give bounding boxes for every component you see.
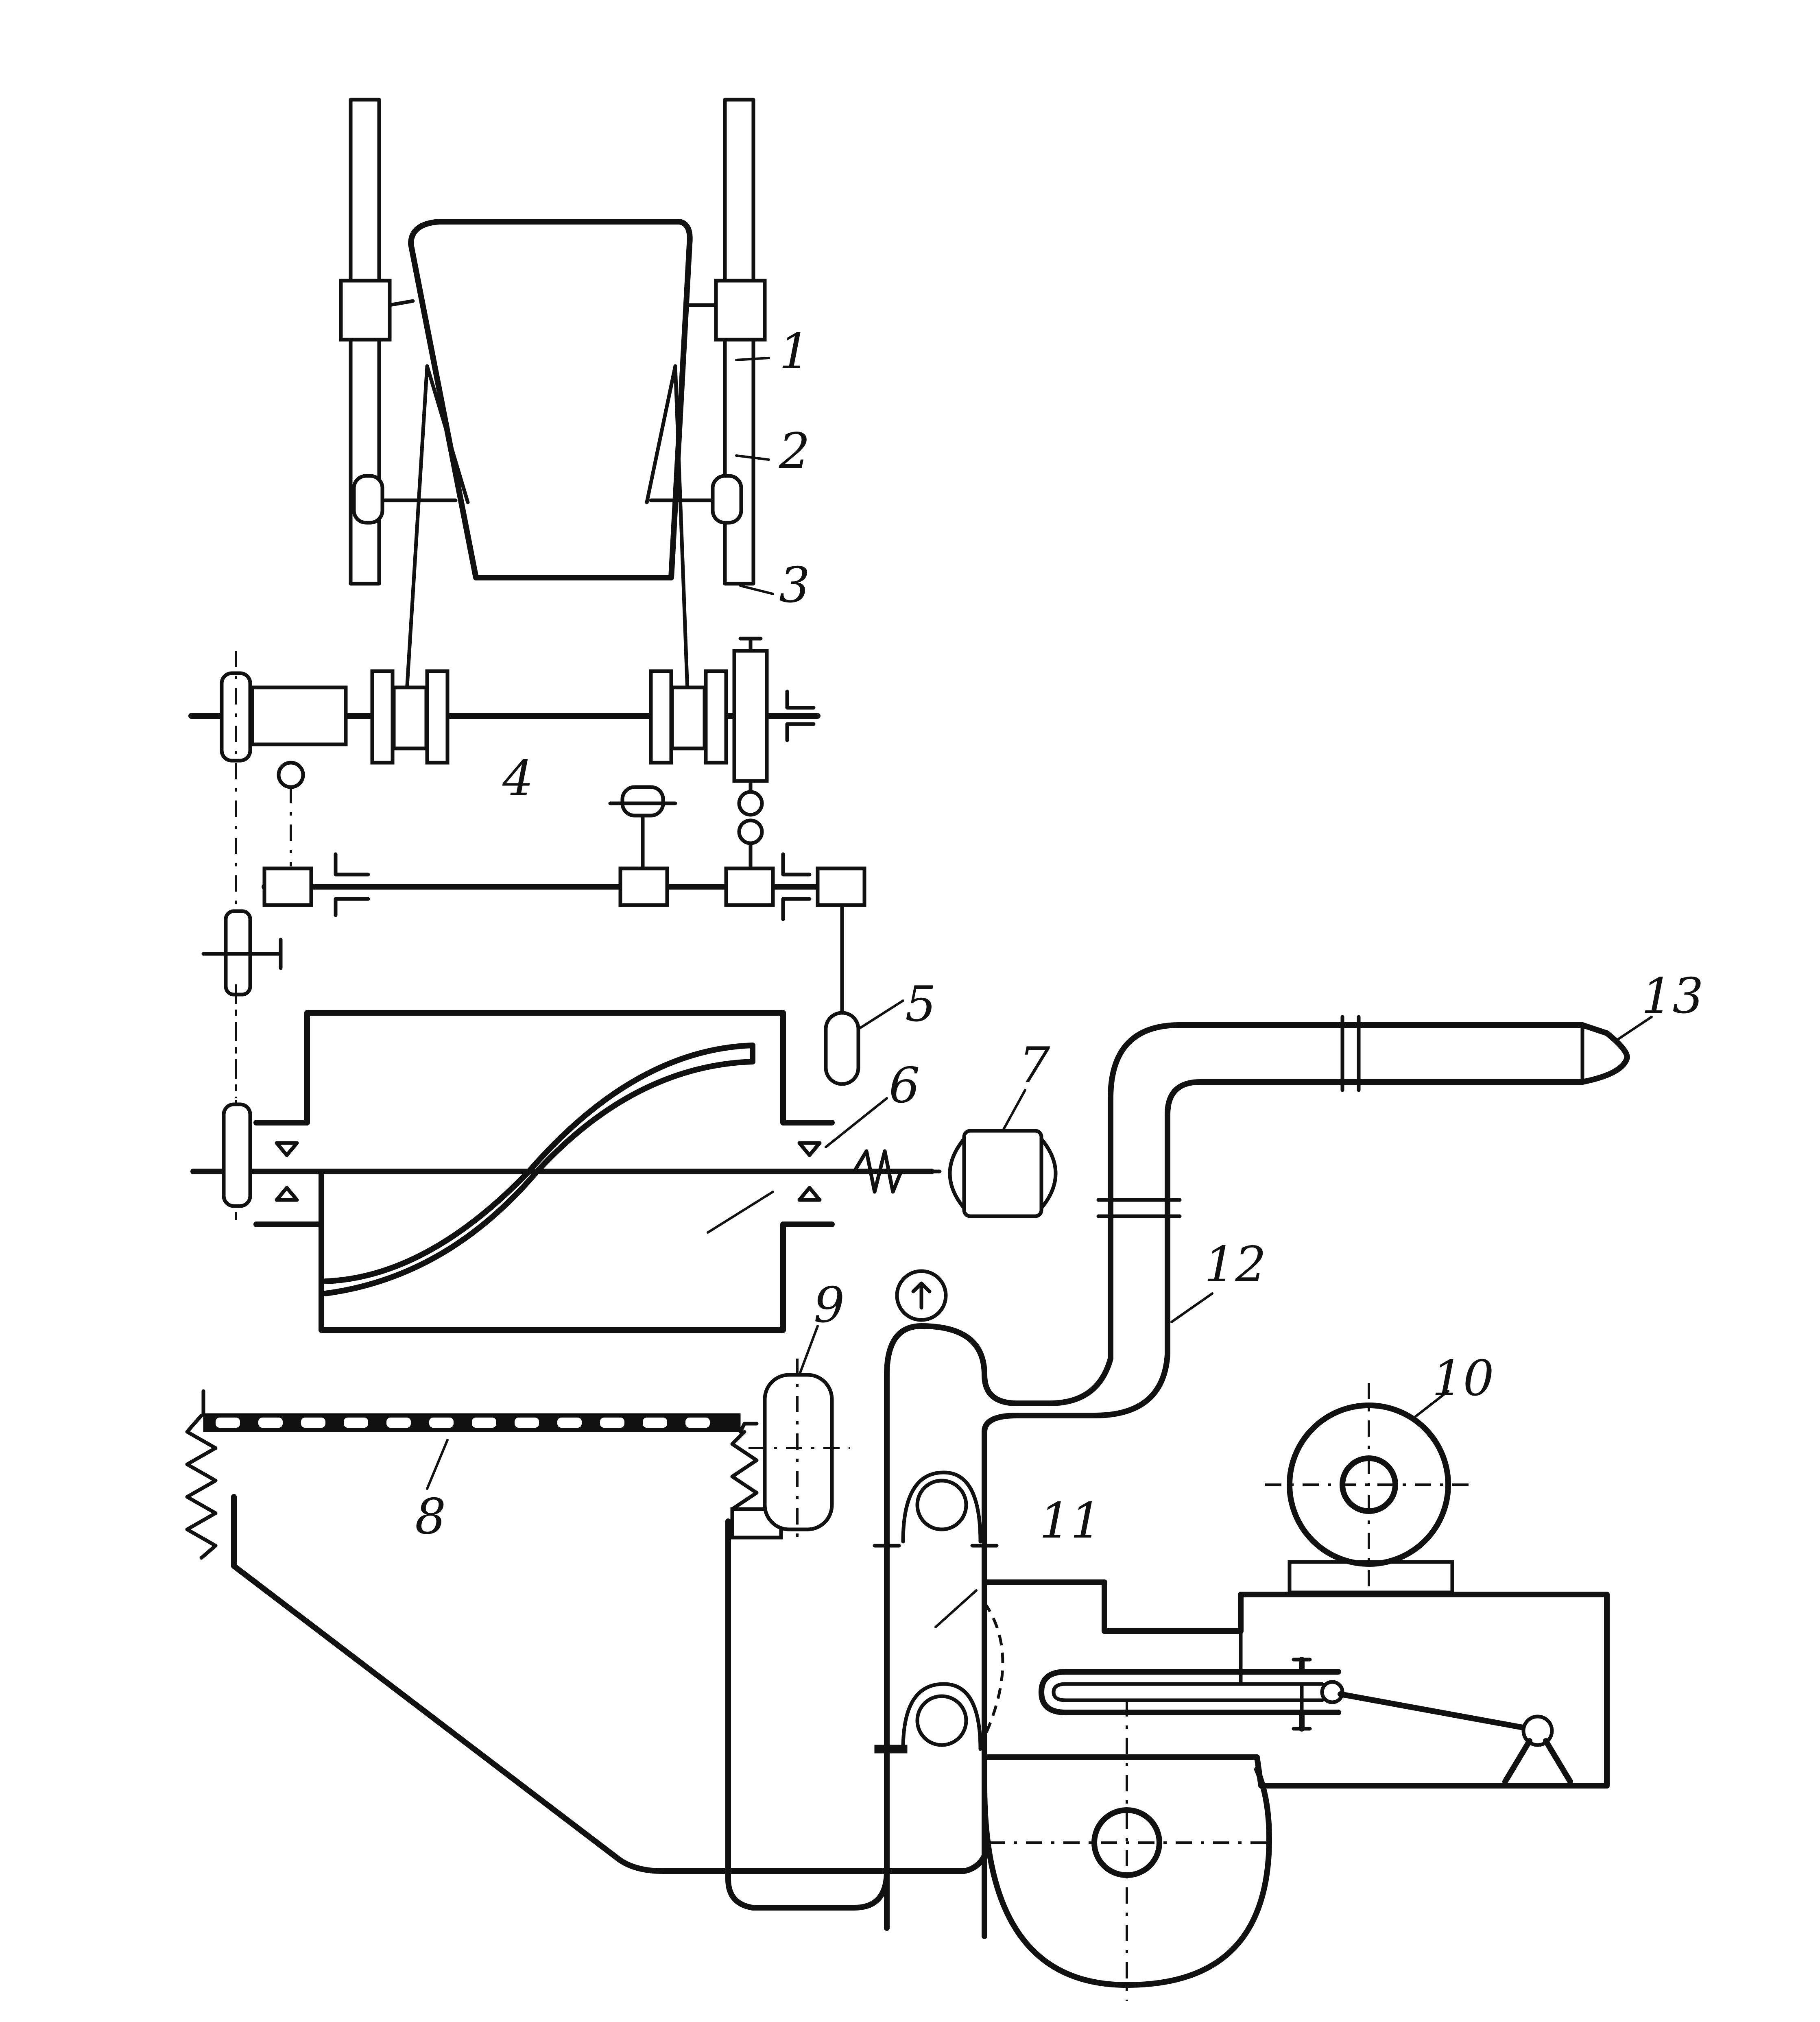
vacuum-pump: [749, 1325, 850, 1546]
belt-hole: [515, 1418, 539, 1428]
belt-hole: [258, 1418, 283, 1428]
label-10: 10: [1432, 1350, 1494, 1407]
label-13: 13: [1641, 968, 1704, 1025]
label-6: 6: [889, 1058, 920, 1114]
transmission-shaft: [201, 785, 904, 1086]
label-9: 9: [814, 1277, 845, 1334]
label-8: 8: [415, 1489, 446, 1545]
belt-conveyor: [185, 1389, 991, 1911]
label-2: 2: [779, 423, 810, 480]
belt-hole: [472, 1418, 496, 1428]
belt-hole: [557, 1418, 582, 1428]
discharge-pipe: [1014, 1015, 1653, 1418]
belt-hole: [429, 1418, 454, 1428]
label-1: 1: [779, 323, 810, 380]
belt-hole: [386, 1418, 411, 1428]
label-4: 4: [502, 750, 533, 807]
belt-hole: [600, 1418, 624, 1428]
label-7: 7: [1019, 1037, 1050, 1094]
screw-feeder: [190, 984, 934, 1333]
label-5: 5: [905, 976, 936, 1033]
belt-hole: [643, 1418, 667, 1428]
blower-wheel: [982, 1700, 1273, 2001]
label-11: 11: [1039, 1493, 1102, 1549]
belt-hole: [685, 1418, 710, 1428]
part-labels: 1 2 3 4 5 6 7 8 9 10 11 12 13: [415, 323, 1704, 1549]
belt-hole: [301, 1418, 325, 1428]
winch-shaft: [188, 637, 821, 1220]
compressor-unit: [982, 1383, 1610, 1789]
hopper-frame: [339, 98, 774, 694]
belt-hole: [344, 1418, 368, 1428]
belt-hole: [216, 1418, 240, 1428]
motor: [930, 1089, 1058, 1218]
label-12: 12: [1204, 1237, 1266, 1293]
mixing-chamber: [873, 1269, 1020, 1939]
label-3: 3: [779, 557, 810, 614]
